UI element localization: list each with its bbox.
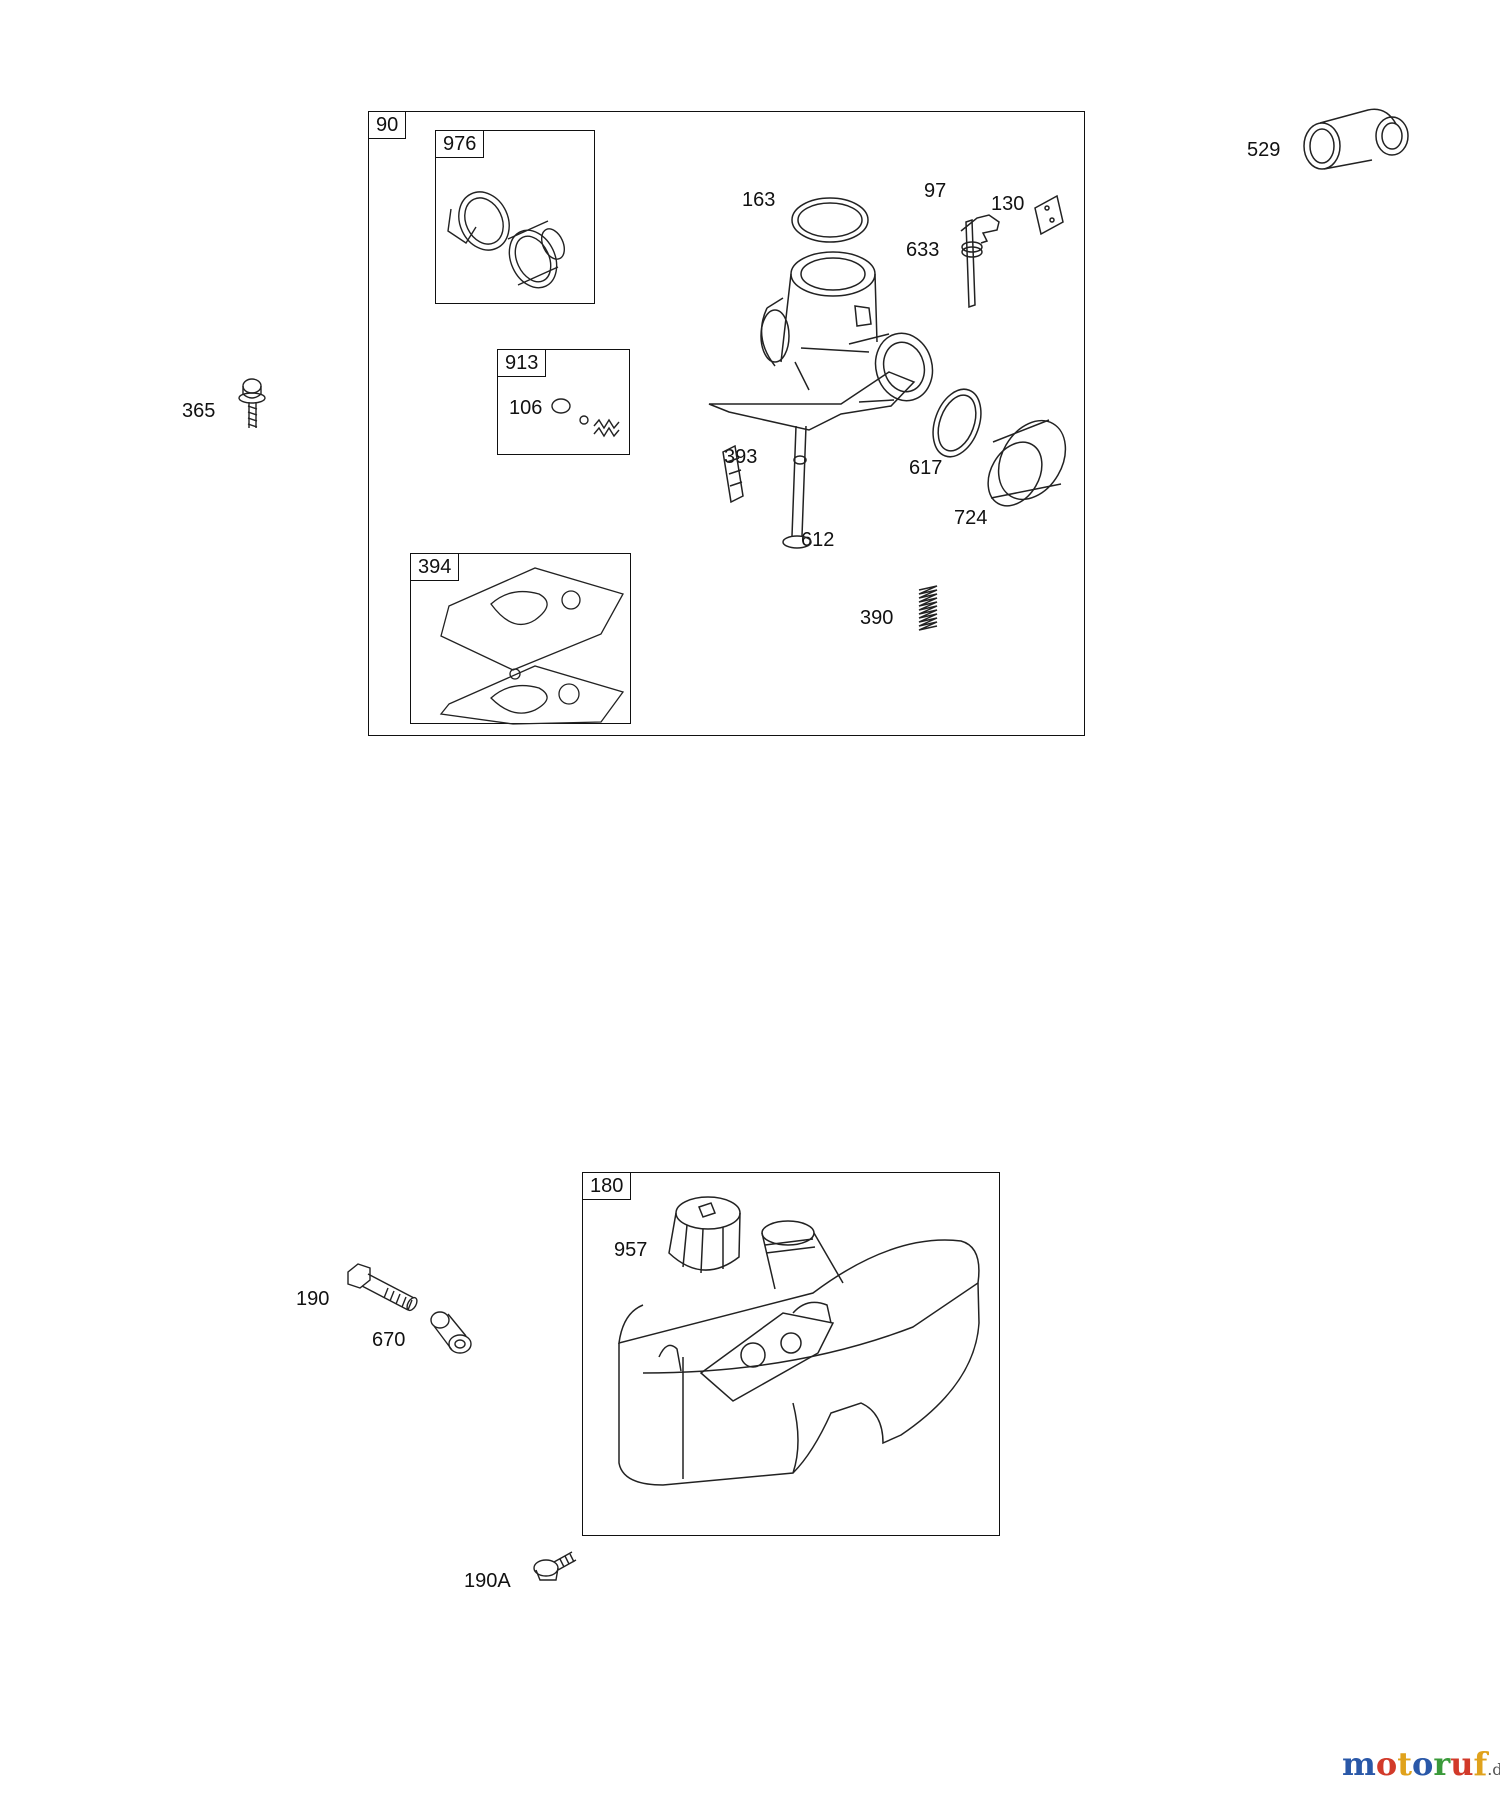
fuel-cap-label[interactable]: 957 bbox=[614, 1239, 648, 1261]
air-filter-kit-ref[interactable]: 976 bbox=[435, 130, 485, 158]
gasket-kit-ref[interactable]: 394 bbox=[410, 553, 460, 581]
wm-letter-r: r bbox=[1433, 1745, 1451, 1783]
o-ring-163-label[interactable]: 163 bbox=[742, 189, 776, 211]
carburetor-kit-box: 90 976 913 106 bbox=[368, 111, 1085, 736]
screw-190-illustration bbox=[340, 1258, 422, 1318]
pickup-screen-label[interactable]: 393 bbox=[724, 446, 758, 468]
screw-365-illustration bbox=[238, 376, 278, 436]
throttle-shaft-label[interactable]: 97 bbox=[924, 180, 947, 202]
carburetor-kit-ref[interactable]: 90 bbox=[368, 111, 407, 139]
screw-190a-label[interactable]: 190A bbox=[464, 1570, 511, 1592]
wm-letter-m: m bbox=[1342, 1745, 1376, 1783]
spacer-670-illustration bbox=[428, 1306, 478, 1356]
wm-letter-o1: o bbox=[1375, 1745, 1398, 1783]
air-filter-kit-box: 976 bbox=[435, 130, 595, 304]
screw-190-label[interactable]: 190 bbox=[296, 1288, 330, 1310]
needle-kit-illustration bbox=[498, 350, 631, 456]
elbow-label[interactable]: 529 bbox=[1247, 139, 1281, 161]
screw-190a-illustration bbox=[530, 1546, 580, 1590]
check-ball-label[interactable]: 106 bbox=[509, 397, 543, 419]
wm-letter-t: t bbox=[1397, 1745, 1412, 1783]
spring-390-label[interactable]: 390 bbox=[860, 607, 894, 629]
wm-letter-f: f bbox=[1473, 1745, 1488, 1783]
air-filter-illustration bbox=[436, 131, 596, 305]
adapter-724-label[interactable]: 724 bbox=[954, 507, 988, 529]
wm-suffix: .de bbox=[1487, 1760, 1500, 1779]
elbow-illustration bbox=[1290, 98, 1420, 178]
gasket-kit-illustration bbox=[411, 554, 632, 725]
spacer-670-label[interactable]: 670 bbox=[372, 1329, 406, 1351]
carburetor-illustration bbox=[369, 112, 1086, 737]
gasket-617-label[interactable]: 617 bbox=[909, 457, 943, 479]
throttle-valve-label[interactable]: 130 bbox=[991, 193, 1025, 215]
seal-633-label[interactable]: 633 bbox=[906, 239, 940, 261]
needle-kit-ref[interactable]: 913 bbox=[497, 349, 547, 377]
motoruf-watermark: motoruf.de bbox=[1342, 1746, 1500, 1788]
screw-365-label[interactable]: 365 bbox=[182, 400, 216, 422]
gasket-kit-box: 394 bbox=[410, 553, 631, 724]
fuel-tank-box: 180 957 bbox=[582, 1172, 1000, 1536]
wm-letter-u: u bbox=[1450, 1745, 1474, 1783]
wm-letter-o2: o bbox=[1411, 1745, 1434, 1783]
needle-kit-box: 913 106 bbox=[497, 349, 630, 455]
fuel-tank-illustration bbox=[583, 1173, 1001, 1537]
fuel-tank-ref[interactable]: 180 bbox=[582, 1172, 632, 1200]
